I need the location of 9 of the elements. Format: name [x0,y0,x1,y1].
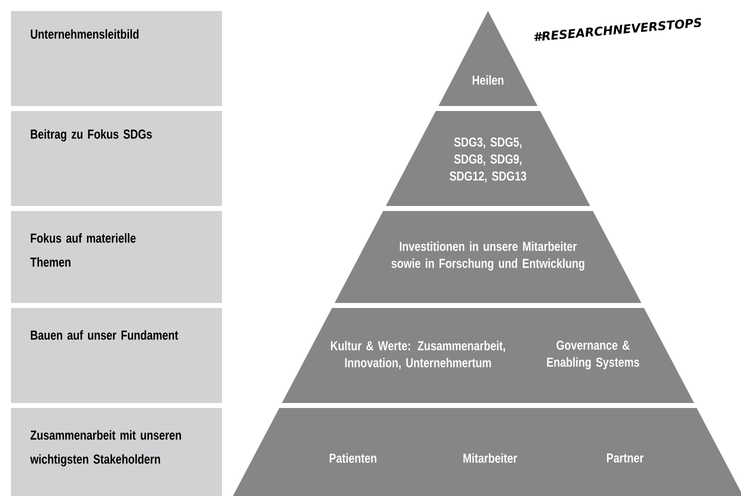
level-box: Zusammenarbeit mit unseren wichtigsten Stakeholdern [11,408,222,496]
level-box: Unternehmensleitbild [11,11,222,106]
pyramid-tier: Patienten Mitarbeiter Partner [232,408,741,496]
pyramid-tier: Investitionen in unsere Mitarbeiter sowie in Forschung und Entwicklung [334,211,642,303]
pyramid-tier: Kultur & Werte: Zusammenarbeit, Innovation, Unternehmertum Governance & Enabling Systems [282,308,694,403]
level-box: Fokus auf materielle Themen [11,211,222,303]
pyramid-tier: SDG3, SDG5, SDG8, SDG9, SDG12, SDG13 [386,111,590,206]
level-box: Beitrag zu Fokus SDGs [11,111,222,206]
level-box: Bauen auf unser Fundament [11,308,222,403]
